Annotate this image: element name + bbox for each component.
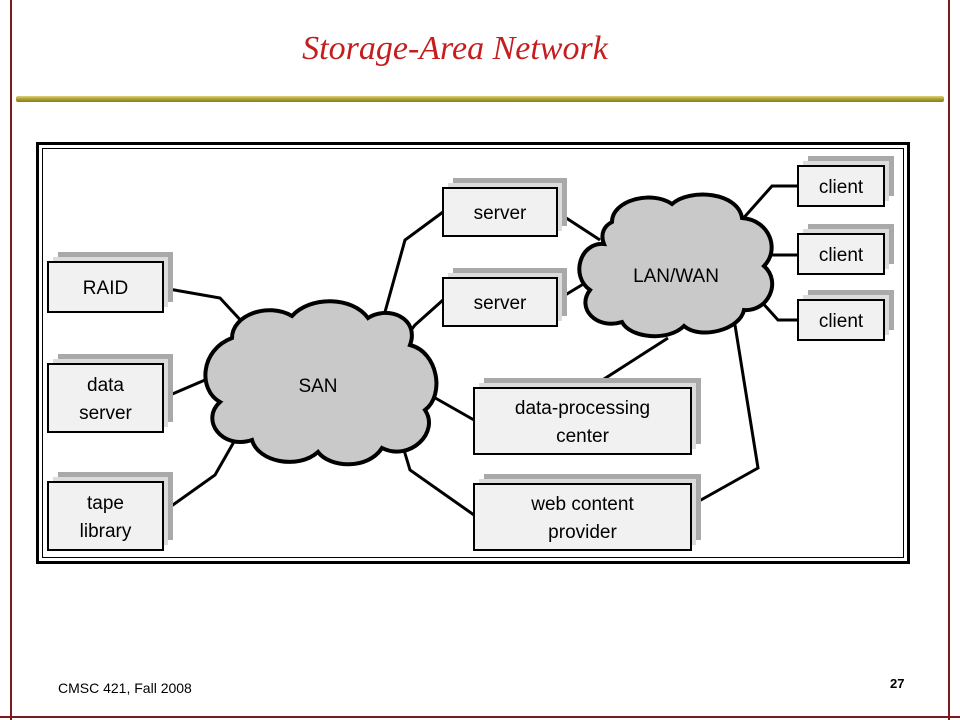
footer-course: CMSC 421, Fall 2008	[58, 680, 192, 696]
edge-lan-web	[691, 324, 760, 507]
client-3-label: client	[819, 311, 864, 332]
raid-rect	[47, 261, 164, 313]
web-content-box: web content provider	[473, 474, 701, 551]
slide-border-left	[10, 0, 12, 720]
client-3-rect	[797, 299, 885, 341]
title-rule	[16, 96, 944, 102]
server-top-box: server	[442, 178, 567, 237]
san-label: SAN	[298, 376, 337, 397]
server-bottom-box: server	[442, 268, 567, 327]
data-processing-label: data-processing	[515, 398, 650, 419]
raid-box: RAID	[47, 252, 173, 313]
client-1-label: client	[819, 177, 864, 198]
slide-border-bottom	[0, 716, 960, 718]
web-content-label: web content	[530, 494, 634, 515]
node-boxes: RAIDdataservertapelibraryserverserverdat…	[47, 156, 894, 551]
edge-tape-san	[162, 439, 237, 514]
client-3-box: client	[797, 290, 894, 341]
data-processing-rect	[473, 387, 692, 455]
san-cloud	[203, 299, 439, 467]
raid-label: RAID	[83, 278, 128, 299]
tape-library-label: library	[80, 521, 132, 542]
web-content-rect	[473, 483, 692, 551]
server-top-label: server	[474, 203, 527, 224]
data-processing-label: center	[556, 426, 609, 447]
page-number: 27	[890, 676, 905, 691]
client-2-rect	[797, 233, 885, 275]
data-server-rect	[47, 363, 164, 433]
web-content-label: provider	[548, 522, 617, 543]
server-top-rect	[442, 187, 558, 237]
slide-title: Storage-Area Network	[302, 30, 608, 67]
data-server-label: data	[87, 375, 124, 396]
edge-lan-client1	[738, 184, 798, 223]
tape-library-rect	[47, 481, 164, 551]
lanwan-cloud	[577, 192, 775, 339]
client-1-rect	[797, 165, 885, 207]
lanwan-label: LAN/WAN	[633, 266, 719, 287]
edge-raid-san	[162, 286, 247, 327]
client-2-label: client	[819, 245, 864, 266]
tape-library-label: tape	[87, 493, 124, 514]
edge-dpc-san	[429, 393, 475, 422]
client-2-box: client	[797, 224, 894, 275]
edge-server1-san	[378, 210, 444, 331]
diagram-inner-border	[42, 148, 904, 558]
client-1-box: client	[797, 156, 894, 207]
server-bottom-rect	[442, 277, 558, 327]
data-server-label: server	[79, 403, 132, 424]
edge-lan-client3	[758, 298, 798, 322]
server-bottom-label: server	[474, 293, 527, 314]
tape-library-box: tape library	[47, 472, 173, 551]
data-processing-box: data-processing center	[473, 378, 701, 455]
data-server-box: data server	[47, 354, 173, 433]
slide-border-right	[948, 0, 950, 720]
